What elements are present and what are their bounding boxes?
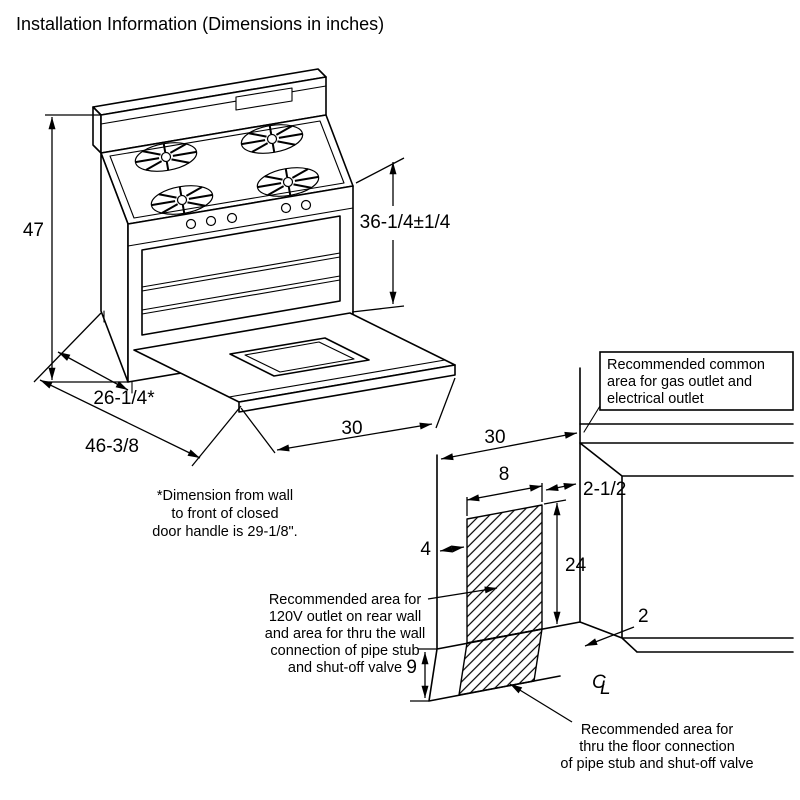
hatched-floor-area [458,628,543,696]
dim-label-range-width: 30 [341,418,362,439]
leader-arrow [584,626,635,647]
callout-line-2: area for gas outlet and [607,374,752,390]
hatched-area [458,504,543,696]
extension-line [33,312,102,383]
extension-line [191,405,242,467]
note-floor-line-3: of pipe stub and shut-off valve [560,756,753,772]
note-floor-line-2: thru the floor connection [579,739,735,755]
dimension-range-width: 30 [240,377,456,454]
page-title: Installation Information (Dimensions in … [16,14,384,34]
centerline-c: C [592,672,606,693]
note-floor-arrow [509,683,573,723]
extension-lines [410,648,437,702]
wall-corner-figure: Recommended common area for gas outlet a… [265,351,794,772]
dim-label-depth-door-open: 46-3/8 [85,436,139,457]
note-wall-line-1: Recommended area for [269,592,421,608]
range-control-knobs [185,199,312,230]
oven-door-window-inner [244,341,355,373]
dimension-line [276,422,433,452]
dimension-corner-offset: 2-1/2 [545,479,626,500]
control-knob [300,199,312,211]
note-wall-line-5: and shut-off valve [288,660,402,676]
dimension-outlet-area-height: 24 [543,499,587,624]
dim-label-area-height: 24 [565,555,587,576]
footnote-line-2: to front of closed [171,506,278,522]
dimension-outlet-area-left: 4 [420,539,465,560]
dim-label-cooktop-height: 36-1/4±1/4 [360,212,451,233]
note-wall-line-2: 120V outlet on rear wall [269,609,421,625]
note-wall-arrow [427,586,498,600]
dim-label-opening-width: 30 [484,427,505,448]
dim-label-area-width: 8 [499,464,510,485]
control-knob [280,202,292,214]
dim-label-floor-offset: 2 [638,606,649,627]
centerline-l: L [600,678,611,699]
footnote: *Dimension from wall to front of closed … [152,488,297,540]
burner-grate-front-left [150,185,214,215]
dimension-floor-offset: 2 [584,606,649,647]
burner-grate-back-right [240,124,304,154]
control-knob [226,212,238,224]
dimension-line [440,431,578,461]
callout-box: Recommended common area for gas outlet a… [583,351,794,433]
dim-label-floor-depth: 9 [406,657,417,678]
extension-lines [351,157,405,313]
note-wall-line-4: connection of pipe stub [270,643,419,659]
note-floor-area: Recommended area for thru the floor conn… [509,683,754,772]
dimension-line [39,379,201,459]
note-floor-line-1: Recommended area for [581,722,733,738]
counter-cabinet-lines [579,423,794,653]
dimension-opening-width: 30 [440,427,578,461]
control-knob [205,215,217,227]
dimension-line [466,484,543,502]
dimension-cooktop-height: 36-1/4±1/4 [351,157,451,313]
control-band-line [127,207,354,247]
dimension-floor-depth: 9 [406,648,437,702]
callout-leader-line [583,405,601,433]
dim-label-area-left: 4 [420,539,431,560]
dimension-line [545,482,577,492]
oven-rack-lines [141,252,341,315]
callout-line-1: Recommended common [607,357,765,373]
dimension-outlet-area-width: 8 [466,464,543,516]
footnote-line-1: *Dimension from wall [157,488,293,504]
oven-door-handle-line [228,359,446,398]
oven-door-open [133,312,456,413]
range-isometric-figure [92,68,456,413]
centerline-symbol: C L [592,672,611,699]
dimension-line [57,351,129,391]
cooktop-inner-rim [109,120,345,219]
dimension-depth-door-open: 46-3/8 [39,379,242,467]
oven-door-window [229,337,370,377]
burner-grate-front-right [256,167,320,197]
callout-line-3: electrical outlet [607,391,704,407]
control-knob [185,218,197,230]
dim-label-depth: 26-1/4* [93,388,155,409]
note-wall-line-3: and area for thru the wall [265,626,425,642]
hatched-wall-area [466,504,543,644]
extension-lines [240,377,456,454]
extension-line [543,499,567,505]
dimension-line [439,545,465,553]
note-wall-area: Recommended area for 120V outlet on rear… [265,586,498,676]
callout-box-frame [599,351,794,411]
range-control-display [235,87,293,111]
dim-label-corner-offset: 2-1/2 [583,479,626,500]
backguard-side-sliver [92,106,102,154]
footnote-line-3: door handle is 29-1/8". [152,524,297,540]
dim-label-height: 47 [23,220,44,241]
burner-grate-back-left [134,142,198,172]
